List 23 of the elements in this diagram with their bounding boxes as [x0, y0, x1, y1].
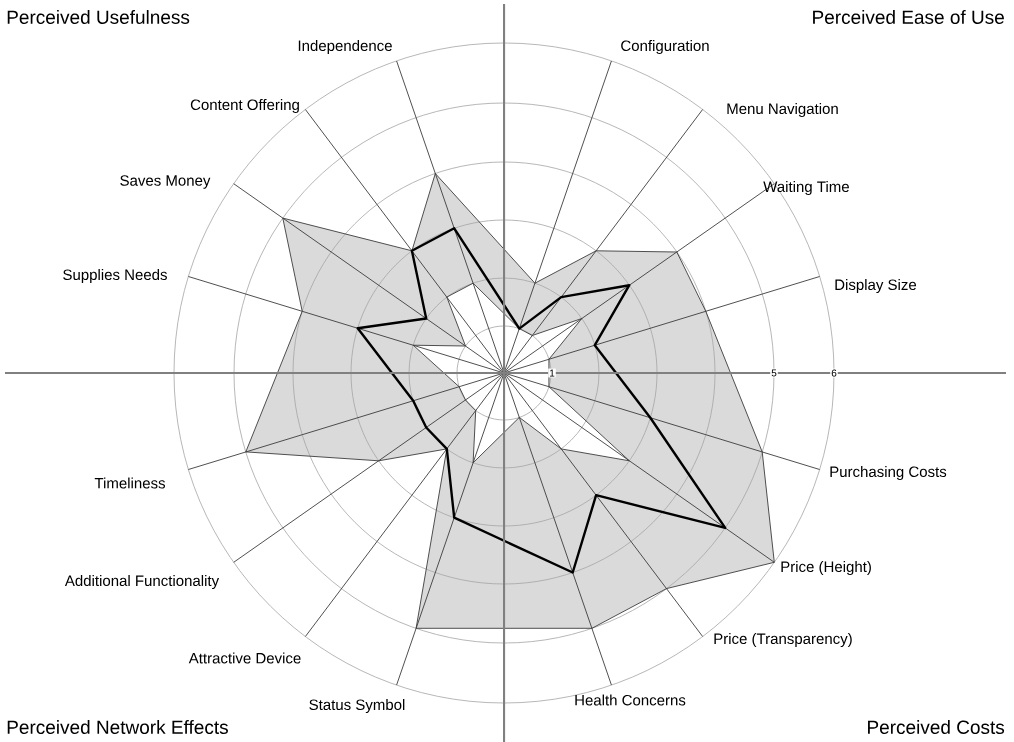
axis-label: Content Offering — [190, 99, 299, 113]
axis-label: Price (Height) — [781, 561, 871, 575]
axis-label: Menu Navigation — [727, 103, 838, 117]
axis-label: Price (Transparency) — [714, 633, 852, 647]
quadrant-title: Perceived Ease of Use — [813, 10, 1004, 24]
axis-label: Independence — [298, 40, 392, 54]
tick-label: 1 — [548, 368, 556, 378]
axis-label: Status Symbol — [309, 699, 405, 713]
tick-label: 6 — [830, 368, 838, 378]
quadrant-title: Perceived Network Effects — [7, 720, 228, 734]
axis-label: Saves Money — [120, 175, 211, 189]
quadrant-title: Perceived Usefulness — [7, 10, 190, 24]
axis-label: Display Size — [835, 279, 917, 293]
axis-label: Purchasing Costs — [830, 466, 947, 480]
axis-label: Supplies Needs — [63, 269, 167, 283]
axis-label: Additional Functionality — [64, 575, 220, 589]
axis-label: Attractive Device — [188, 652, 301, 664]
axis-label: Health Concerns — [575, 694, 686, 706]
axis-label: Waiting Time — [763, 181, 849, 195]
tick-label: 5 — [770, 368, 778, 378]
quadrant-title: Perceived Costs — [868, 720, 1005, 734]
axis-label: Configuration — [621, 40, 709, 54]
axis-label: Timeliness — [94, 477, 165, 489]
